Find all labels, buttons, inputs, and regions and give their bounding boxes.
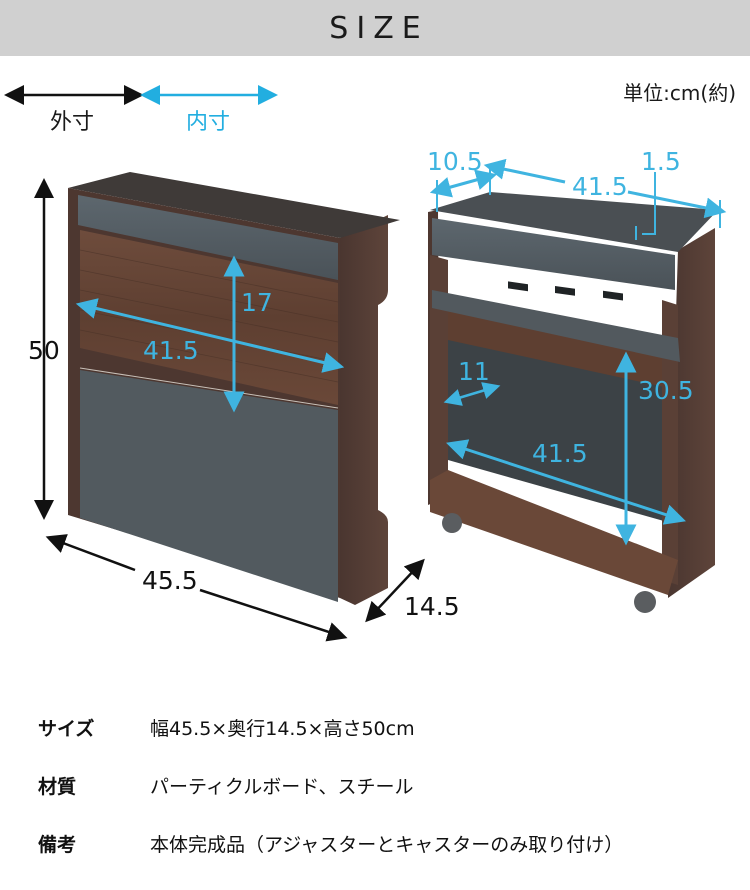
dim-height: 50 (28, 336, 60, 365)
spec-label: 材質 (38, 775, 77, 798)
spec-row-notes: 備考 本体完成品（アジャスターとキャスターのみ取り付け） (38, 814, 738, 872)
spec-label: サイズ (38, 717, 95, 740)
spec-row-size: サイズ 幅45.5×奥行14.5×高さ50cm (38, 698, 738, 756)
unit-note: 単位:cm(約) (623, 81, 736, 105)
spec-value: 幅45.5×奥行14.5×高さ50cm (150, 717, 415, 740)
spec-value: 本体完成品（アジャスターとキャスターのみ取り付け） (150, 833, 624, 856)
spec-label: 備考 (38, 833, 77, 856)
dim-tray-depth: 10.5 (427, 147, 483, 176)
page-title: SIZE (329, 10, 429, 46)
legend-outer-label: 外寸 (50, 110, 95, 135)
spec-value: パーティクルボード、スチール (150, 775, 414, 798)
product-figures: 50 45.5 14.5 41.5 17 10.5 41.5 1.5 11 30… (0, 140, 750, 680)
legend-arrows-icon (4, 85, 278, 105)
header-bar: SIZE (0, 0, 750, 56)
dim-tray-width: 41.5 (572, 172, 628, 201)
dim-slot-width: 1.5 (641, 147, 681, 176)
spec-table: サイズ 幅45.5×奥行14.5×高さ50cm 材質 パーティクルボード、スチー… (38, 698, 738, 872)
dim-inner-depth: 11 (458, 357, 490, 386)
product-illustration (34, 158, 727, 642)
dim-depth: 14.5 (404, 592, 460, 621)
legend-inner-label: 内寸 (186, 110, 231, 135)
dim-panel-width: 41.5 (143, 336, 199, 365)
dim-width: 45.5 (142, 566, 198, 595)
dim-inner-height: 30.5 (638, 376, 694, 405)
dim-inner-width: 41.5 (532, 439, 588, 468)
dim-panel-height: 17 (241, 288, 273, 317)
dimension-legend: 外寸 内寸 (0, 80, 300, 140)
spec-row-material: 材質 パーティクルボード、スチール (38, 756, 738, 814)
